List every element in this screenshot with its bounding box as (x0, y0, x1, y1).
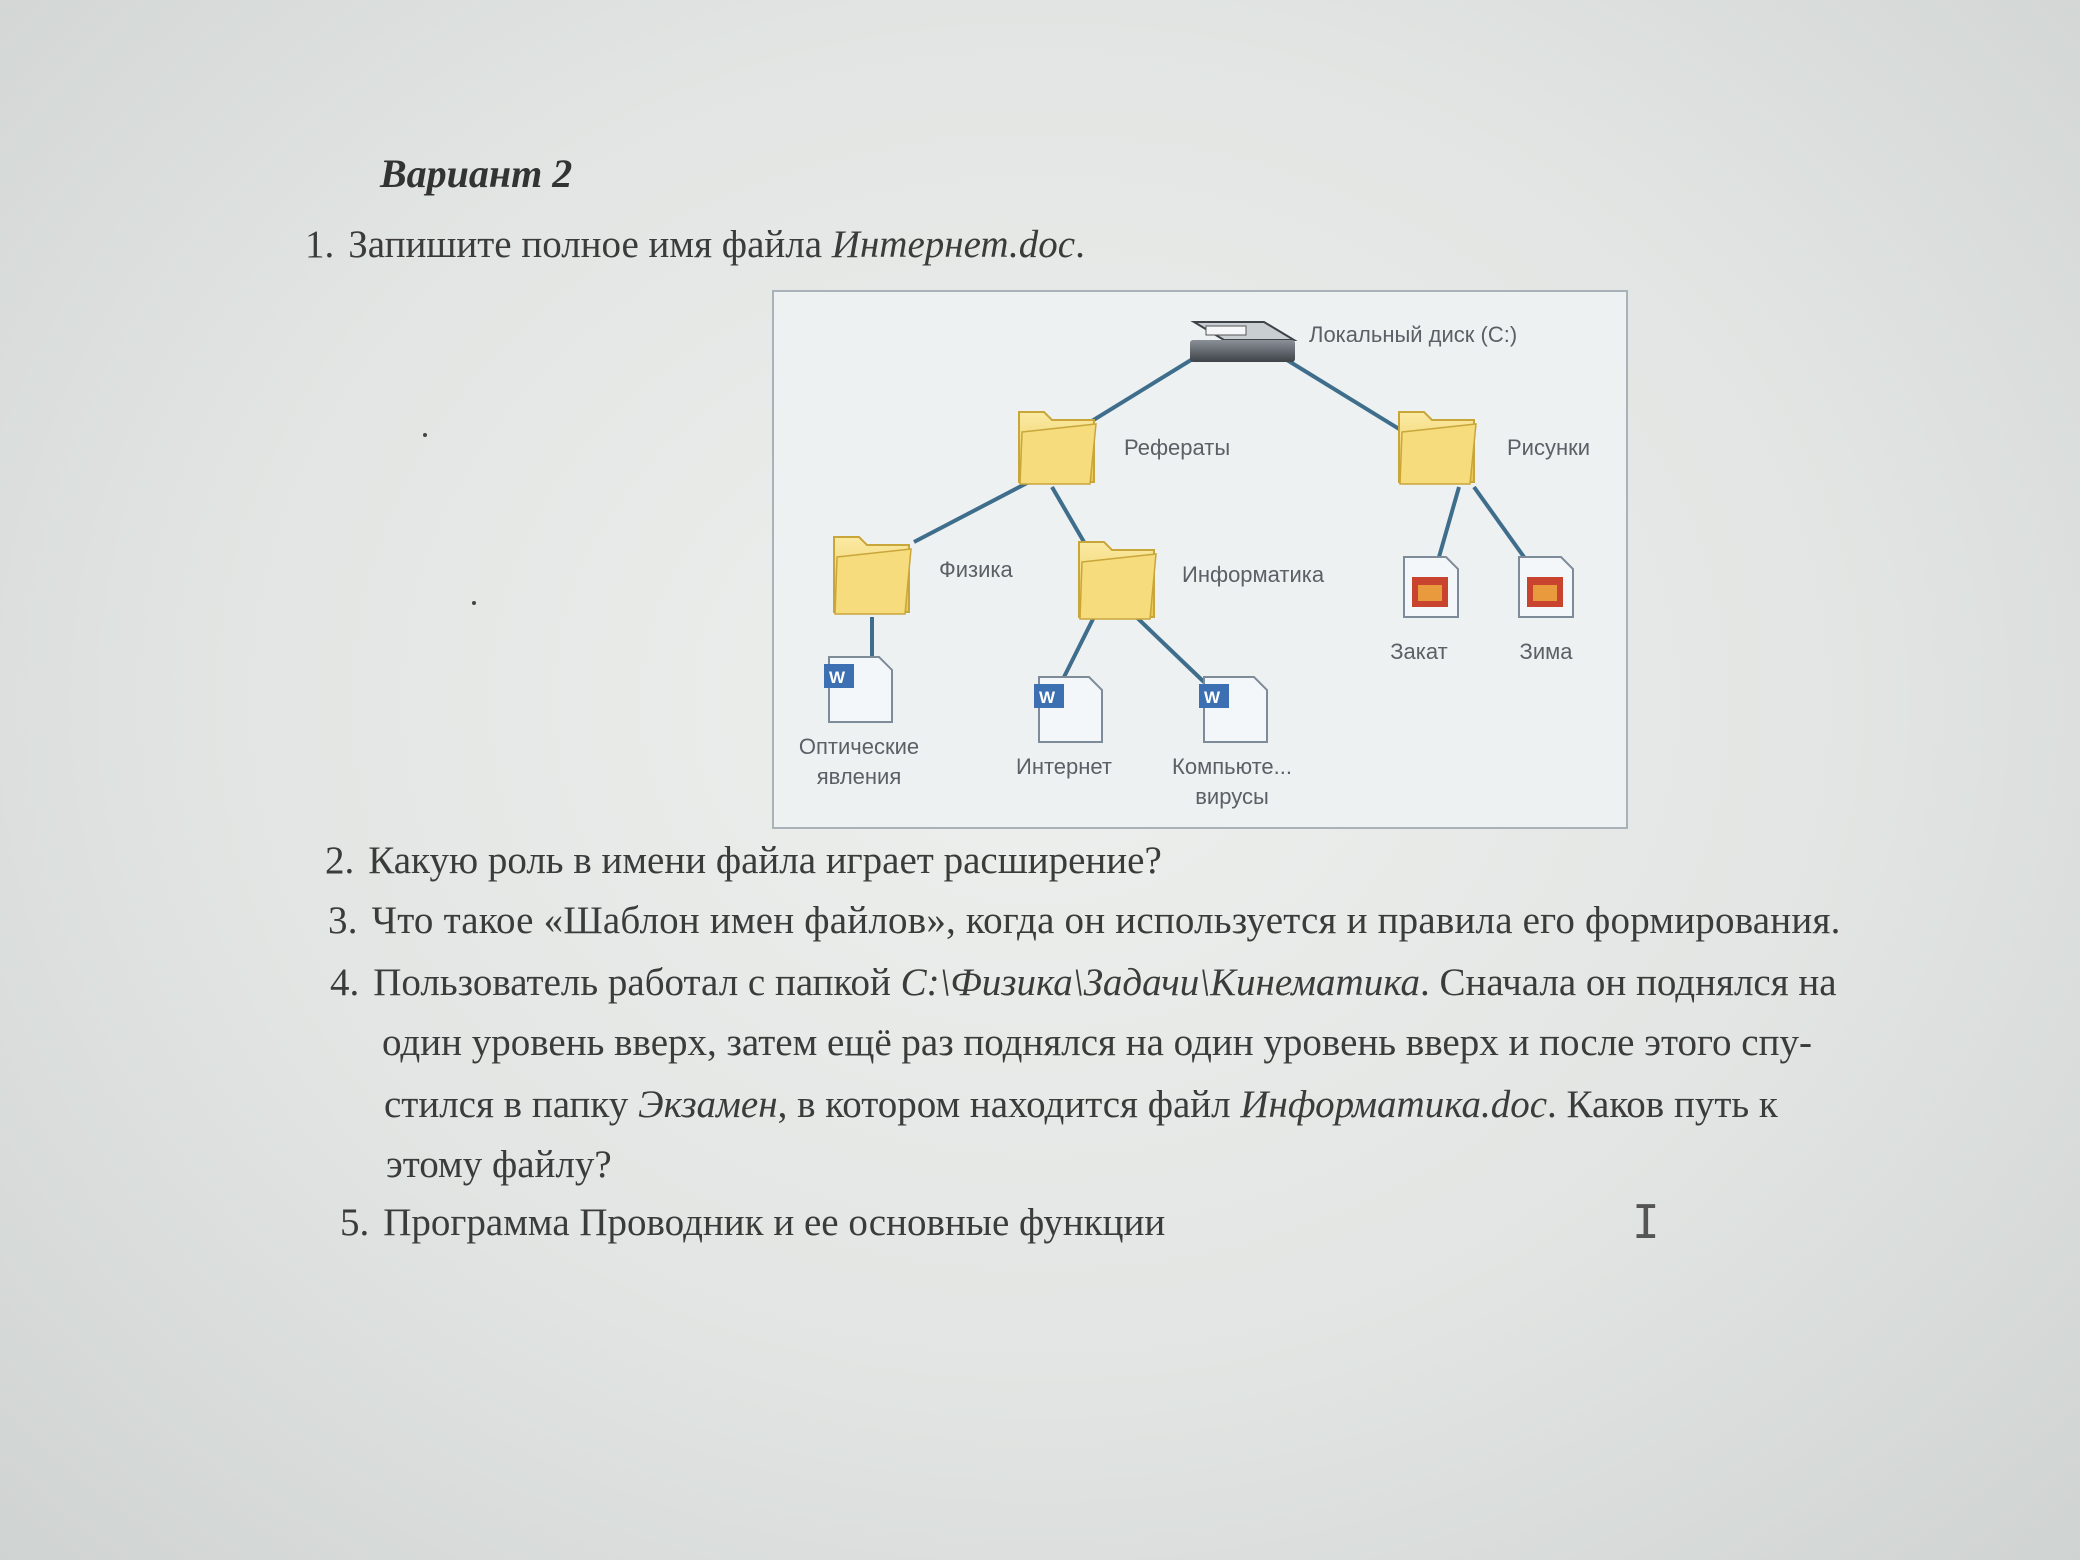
word-document-icon: W (1034, 676, 1103, 743)
label-opticheskie: Оптические явления (798, 734, 920, 789)
question-5: 5.Программа Проводник и ее основные функ… (340, 1201, 1166, 1244)
label-fizika: Физика (939, 557, 1013, 582)
speck (472, 601, 476, 605)
svg-text:W: W (829, 668, 846, 687)
label-risunki: Рисунки (1507, 435, 1591, 460)
folder-tree-diagram: W W W Локальн (772, 290, 1628, 829)
tree-connectors (870, 350, 1526, 684)
file-name: Интернет.doc (831, 223, 1076, 266)
label-zima: Зима (1519, 639, 1573, 664)
question-2: 2.Какую роль в имени файла играет расшир… (325, 839, 1162, 882)
label-zakat: Закат (1390, 639, 1448, 664)
variant-title: Вариант 2 (380, 151, 573, 196)
folder-icon (1398, 411, 1477, 485)
text-cursor-icon: I (1632, 1195, 1660, 1249)
question-3: 3.Что такое «Шаблон имен файлов», когда … (328, 899, 1841, 942)
file-name: Информатика.doc (1240, 1083, 1548, 1126)
tree-svg: W W W (824, 321, 1574, 743)
folder-path: C:\Физика\Задачи\Кинематика (900, 961, 1420, 1004)
label-internet: Интернет (1016, 754, 1112, 779)
word-document-icon: W (1199, 676, 1268, 743)
svg-text:W: W (1039, 688, 1056, 707)
image-file-icon (1403, 556, 1459, 618)
speck (423, 433, 427, 437)
folder-name: Экзамен (638, 1083, 778, 1126)
question-1: 1.Запишите полное имя файла Интернет.doc… (305, 223, 1085, 266)
svg-text:W: W (1204, 688, 1221, 707)
label-root: Локальный диск (C:) (1309, 322, 1518, 347)
label-informatika: Информатика (1182, 562, 1325, 587)
word-document-icon: W (824, 656, 893, 723)
label-kompyuternye: Компьюте... вирусы (1172, 754, 1292, 809)
folder-icon (1018, 411, 1097, 485)
label-referaty: Рефераты (1124, 435, 1231, 460)
folder-icon (1078, 541, 1157, 620)
image-file-icon (1518, 556, 1574, 618)
hard-disk-icon (1190, 321, 1298, 362)
folder-icon (833, 536, 912, 615)
